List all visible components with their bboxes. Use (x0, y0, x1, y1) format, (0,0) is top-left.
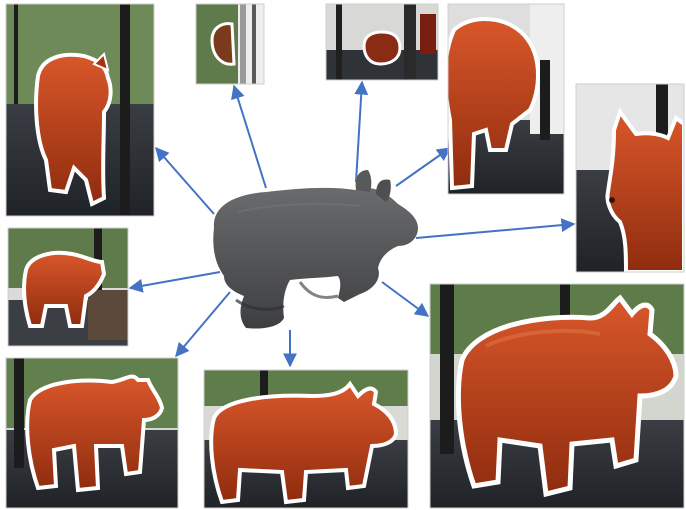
center-mesh-model (213, 170, 418, 329)
arrow-to-view-2 (234, 86, 266, 188)
arrow-to-view-7 (176, 292, 230, 356)
arrow-to-view-9 (382, 282, 428, 316)
view-4 (445, 4, 564, 194)
view-3 (326, 4, 438, 80)
arrow-to-view-4 (396, 148, 450, 186)
view-5 (576, 84, 684, 272)
arrow-to-view-5 (416, 224, 574, 238)
view-6 (8, 228, 128, 346)
arrow-to-view-6 (130, 272, 220, 288)
view-8 (204, 370, 408, 508)
view-7 (6, 358, 178, 508)
view-2 (196, 4, 264, 84)
arrow-to-view-3 (356, 82, 362, 182)
view-9 (430, 284, 684, 508)
arrow-to-view-1 (156, 148, 214, 214)
view-1 (6, 4, 154, 216)
